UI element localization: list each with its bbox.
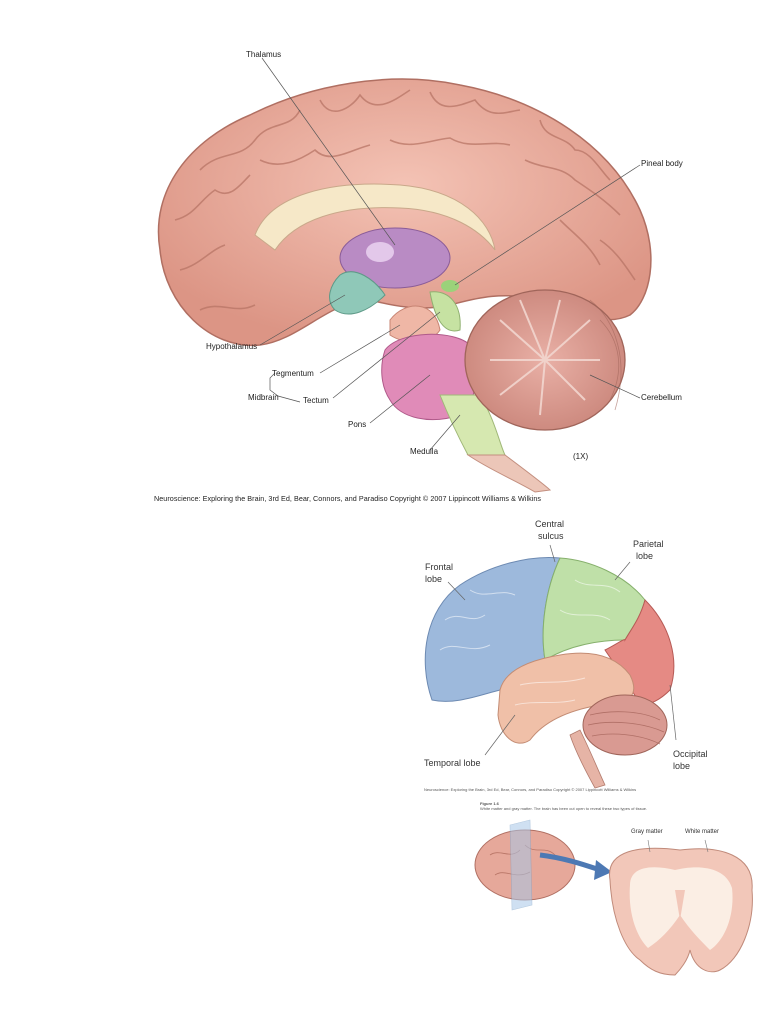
cerebellum-small [582, 694, 668, 756]
tectum-region [429, 291, 461, 332]
cerebral-cortex [157, 78, 652, 347]
label-occipital-lobe: lobe [673, 761, 691, 771]
label-temporal-lobe: Temporal lobe [424, 758, 481, 768]
thalamus-region [339, 227, 451, 289]
cut-plane [509, 819, 533, 911]
label-sulcus: sulcus [538, 531, 564, 541]
label-midbrain: Midbrain [248, 393, 279, 402]
label-central: Central [535, 519, 565, 529]
label-thalamus: Thalamus [246, 50, 282, 59]
label-hypothalamus: Hypothalamus [206, 342, 258, 351]
label-parietal: Parietal [633, 539, 664, 549]
label-cerebellum: Cerebellum [641, 393, 682, 402]
label-pons: Pons [348, 420, 367, 429]
label-tegmentum: Tegmentum [272, 369, 314, 378]
label-medulla: Medulla [410, 447, 439, 456]
pineal-region [441, 280, 459, 292]
figure2-caption: Neuroscience: Exploring the Brain, 3rd E… [424, 787, 637, 792]
label-occipital: Occipital [673, 749, 708, 759]
label-white-matter: White matter [685, 829, 720, 835]
label-frontal-lobe: lobe [425, 574, 443, 584]
midsagittal-brain-illustration [157, 57, 652, 493]
figure3-subheading: White matter and gray matter. The brain … [480, 806, 648, 811]
figure1-caption: Neuroscience: Exploring the Brain, 3rd E… [154, 494, 542, 503]
label-pineal-body: Pineal body [641, 159, 683, 168]
label-magnification: (1X) [573, 452, 589, 461]
hypothalamus-region [329, 271, 386, 315]
label-gray-matter: Gray matter [631, 829, 663, 835]
label-tectum: Tectum [303, 396, 329, 405]
label-frontal: Frontal [425, 562, 454, 572]
corpus-callosum [254, 183, 496, 251]
brainstem-small [569, 729, 606, 789]
gray-white-matter-illustration [474, 819, 753, 976]
label-parietal-lobe: lobe [636, 551, 654, 561]
lateral-brain-lobes-illustration [424, 544, 677, 789]
spinal-cord [466, 454, 552, 493]
figure3-heading: Figure 1.6 [480, 801, 499, 806]
